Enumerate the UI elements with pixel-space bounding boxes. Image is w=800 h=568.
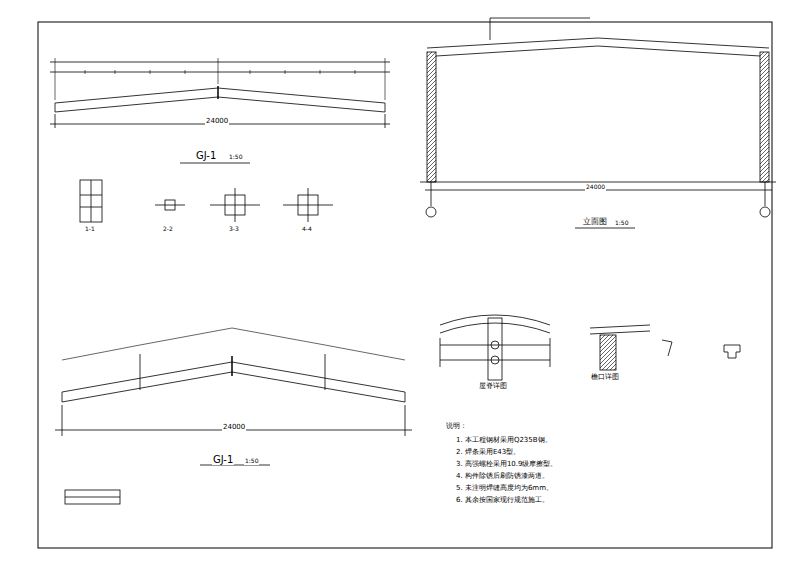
drawing-label: 24000 xyxy=(222,424,246,432)
drawing-label: 檐口详图 xyxy=(590,374,620,382)
drawing-label: 1:50 xyxy=(614,220,629,227)
drawing-label: 3. 高强螺栓采用10.9级摩擦型。 xyxy=(455,461,559,469)
drawing-label: 2. 焊条采用E43型。 xyxy=(455,449,521,457)
drawing-label: 屋脊详图 xyxy=(478,383,508,391)
drawing-label: 5. 未注明焊缝高度均为6mm。 xyxy=(455,485,554,493)
drawing-label: 说明： xyxy=(445,423,468,431)
drawing-label: 立面图 xyxy=(582,218,608,227)
drawing-label: 6. 其余按国家现行规范施工。 xyxy=(455,497,550,505)
drawing-label: 3-3 xyxy=(228,226,240,233)
drawing-label: 1-1 xyxy=(84,226,96,233)
drawing-label: 1. 本工程钢材采用Q235B钢。 xyxy=(455,437,553,445)
drawing-label: GJ-1 xyxy=(195,150,217,161)
drawing-label: 24000 xyxy=(585,184,606,191)
drawing-label: GJ-1 xyxy=(212,454,234,465)
drawing-label: 4. 构件除锈后刷防锈漆两道。 xyxy=(455,473,550,481)
drawing-label: 24000 xyxy=(205,118,229,126)
drawing-label: 1:50 xyxy=(244,458,259,465)
drawing-label: 1:50 xyxy=(228,154,243,161)
drawing-label: 4-4 xyxy=(301,226,313,233)
drawing-label: 2-2 xyxy=(162,226,174,233)
